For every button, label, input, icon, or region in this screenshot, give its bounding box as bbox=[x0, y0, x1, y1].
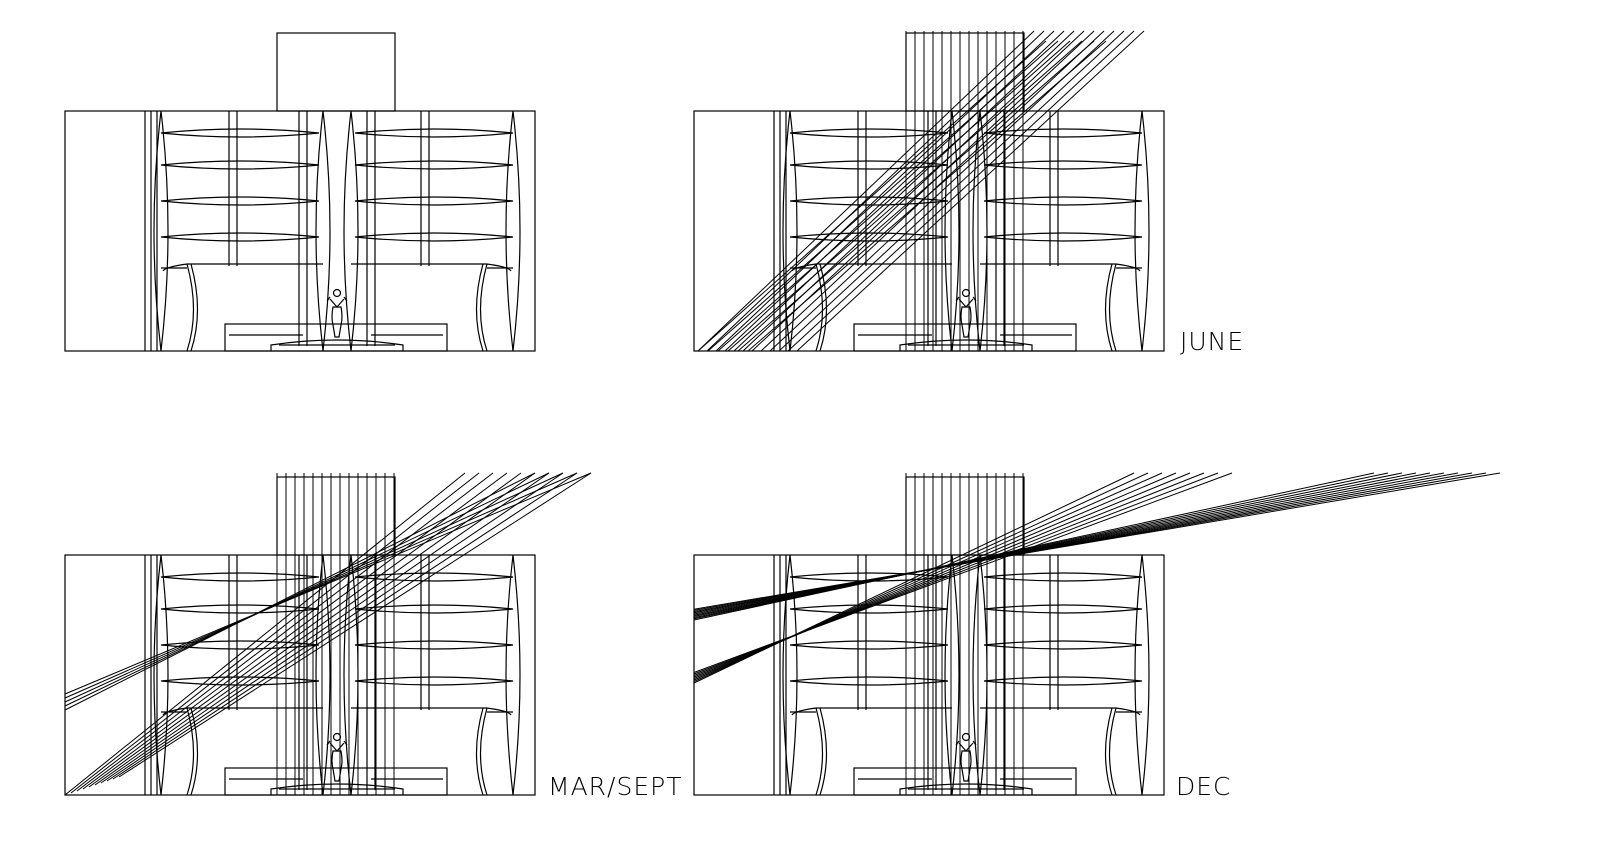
panel-dec bbox=[693, 472, 1501, 796]
sun-rays-june bbox=[697, 30, 1145, 352]
sun-rays-dec bbox=[693, 472, 1501, 795]
sun-ray bbox=[106, 472, 564, 782]
sun-ray bbox=[94, 472, 536, 786]
sun-ray bbox=[733, 30, 1075, 352]
sun-ray bbox=[717, 40, 1071, 352]
panel-june bbox=[693, 30, 1165, 352]
sun-ray bbox=[693, 472, 1389, 620]
sun-ray bbox=[118, 472, 592, 778]
sun-ray bbox=[693, 472, 1487, 611]
sun-ray bbox=[693, 472, 1233, 673]
sun-ray bbox=[88, 472, 522, 788]
sun-ray bbox=[787, 30, 1135, 352]
sun-ray bbox=[100, 472, 550, 784]
panel-mar-sept bbox=[64, 472, 592, 796]
sun-ray bbox=[724, 30, 1065, 352]
sun-ray bbox=[707, 40, 1059, 352]
sun-ray bbox=[727, 40, 1083, 352]
sun-ray bbox=[64, 472, 466, 796]
sun-rays-mar-sept bbox=[64, 472, 592, 796]
sun-ray bbox=[70, 472, 480, 794]
sun-ray bbox=[693, 472, 1459, 614]
label-june: JUNE bbox=[1180, 327, 1244, 356]
sun-ray bbox=[747, 40, 1107, 352]
sun-ray bbox=[64, 472, 564, 703]
sun-ray bbox=[737, 40, 1095, 352]
label-dec: DEC bbox=[1176, 772, 1232, 801]
sun-ray bbox=[706, 30, 1045, 352]
sun-ray bbox=[693, 472, 1417, 617]
label-mar-sept: MAR/SEPT bbox=[548, 772, 682, 801]
sun-ray bbox=[693, 472, 1473, 613]
sun-ray bbox=[693, 472, 1501, 610]
sun-ray bbox=[697, 40, 1047, 352]
sun-ray bbox=[796, 30, 1145, 352]
sun-ray bbox=[76, 472, 494, 792]
sun-ray bbox=[742, 30, 1085, 352]
sun-ray bbox=[64, 472, 592, 695]
sun-ray bbox=[697, 30, 1035, 352]
sun-ray bbox=[64, 472, 550, 707]
sun-ray bbox=[778, 30, 1125, 352]
sun-ray bbox=[693, 472, 1445, 615]
panel-section-base bbox=[64, 32, 536, 352]
sun-ray bbox=[112, 472, 578, 780]
sun-ray bbox=[64, 472, 578, 699]
sun-ray bbox=[64, 472, 536, 711]
sun-ray bbox=[693, 472, 1431, 616]
sun-ray bbox=[82, 472, 508, 790]
sun-ray bbox=[693, 472, 1403, 619]
